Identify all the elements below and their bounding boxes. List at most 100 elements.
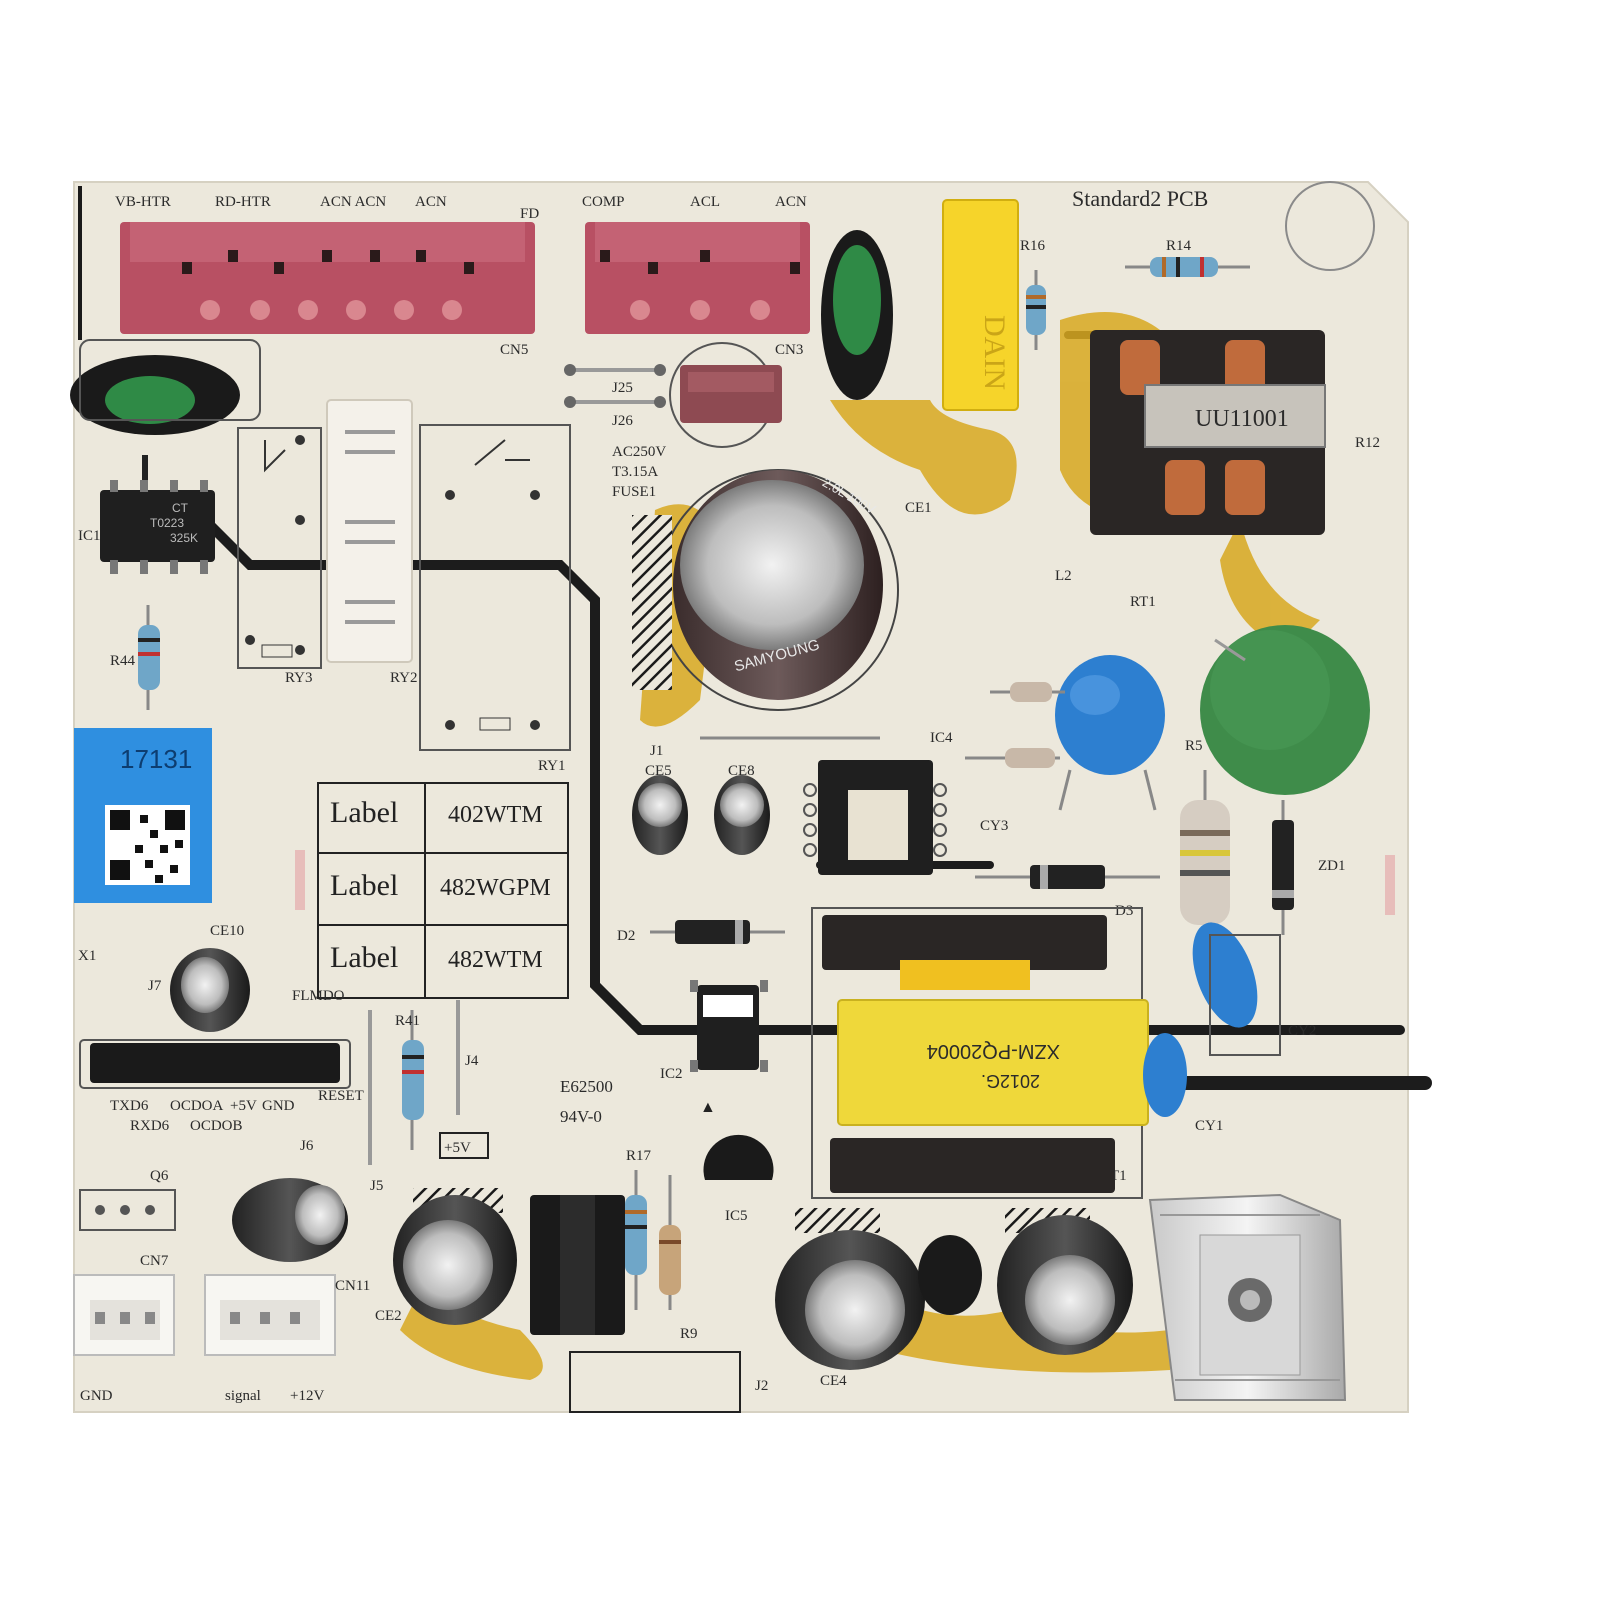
label-table-row2-model: 482WGPM <box>440 875 551 901</box>
relay-ry2 <box>326 399 413 663</box>
label-t1: T1 <box>1110 1168 1127 1184</box>
diode-d3 <box>975 865 1160 889</box>
label-j6: J6 <box>300 1138 314 1154</box>
label-cert-ul: 94V-0 <box>560 1107 602 1126</box>
label-gnd2: GND <box>80 1388 113 1404</box>
label-ic5: IC5 <box>725 1208 748 1224</box>
label-r5: R5 <box>1185 738 1203 754</box>
label-j7: J7 <box>148 978 162 994</box>
label-r44: R44 <box>110 653 136 669</box>
label-flmdo: FLMDO <box>292 988 345 1004</box>
silkscreen-hatch <box>632 515 672 690</box>
label-ry2: RY2 <box>390 670 418 686</box>
resistor-r17 <box>625 1170 647 1310</box>
cn3-connector <box>585 222 810 334</box>
label-ry1: RY1 <box>538 758 566 774</box>
label-sticker-number: 17131 <box>120 744 192 774</box>
label-transformer-line2: 2012G. <box>981 1071 1040 1091</box>
label-table-row3-label: Label <box>330 941 398 974</box>
label-x-cap-brand: DAIN <box>978 315 1011 390</box>
label-l2: L2 <box>1055 568 1072 584</box>
ntc-left <box>70 339 261 435</box>
ic1-chip: CT T0223 325K <box>100 455 215 574</box>
qr-code-icon <box>110 810 185 883</box>
label-cy1: CY1 <box>1195 1118 1223 1134</box>
resistor-r9 <box>659 1175 681 1310</box>
label-rd-htr: RD-HTR <box>215 194 271 210</box>
y-capacitor-cy1 <box>1143 1033 1187 1117</box>
capacitor-ce2 <box>393 1188 517 1325</box>
jumper-j25 <box>564 364 666 376</box>
label-fd: FD <box>520 206 539 222</box>
label-txd: TXD6 <box>110 1098 149 1114</box>
x-capacitor: DAIN <box>942 199 1019 411</box>
label-ce8: CE8 <box>728 763 755 779</box>
relay-ry3-outline <box>237 427 322 669</box>
transistor-q6-outline <box>79 1189 176 1231</box>
label-table-row1-model: 402WTM <box>448 802 543 828</box>
label-d2: D2 <box>617 928 635 944</box>
label-rt1: RT1 <box>1130 594 1156 610</box>
label-d3: D3 <box>1115 903 1133 919</box>
resistor-r44 <box>138 605 160 710</box>
label-r41: R41 <box>395 1013 420 1029</box>
triangle-marker-icon: ▲ <box>700 1099 716 1116</box>
capacitor-ce10 <box>170 948 250 1032</box>
label-choke-mark: UU11001 <box>1195 406 1289 432</box>
label-j4: J4 <box>465 1053 479 1069</box>
label-ic2: IC2 <box>660 1066 683 1082</box>
label-x1: X1 <box>78 948 96 964</box>
label-fuse: FUSE1 <box>612 484 656 500</box>
label-cy2: CY2 <box>1288 1023 1316 1039</box>
cn5-connector <box>120 222 535 334</box>
heatsink <box>1148 1193 1347 1401</box>
label-ce5: CE5 <box>645 763 672 779</box>
label-ce4: CE4 <box>820 1373 847 1389</box>
relay-ry1-outline <box>419 424 571 751</box>
label-j26: J26 <box>612 413 633 429</box>
fuse <box>669 342 782 448</box>
label-plus5v-small: +5V <box>230 1098 257 1114</box>
diode-zd1 <box>1272 800 1294 935</box>
ic2-optocoupler <box>690 980 768 1072</box>
capacitor-ce5 <box>632 775 688 855</box>
label-signal: signal <box>225 1388 261 1404</box>
label-table <box>317 782 569 999</box>
label-vb-htr: VB-HTR <box>115 194 171 210</box>
mounting-hole <box>1285 181 1375 271</box>
label-table-row1-label: Label <box>330 796 398 829</box>
label-ic1: IC1 <box>78 528 101 544</box>
label-gnd: GND <box>262 1098 295 1114</box>
label-rxd: RXD6 <box>130 1118 170 1134</box>
resistor-power <box>1180 770 1230 945</box>
cn11-connector <box>204 1274 336 1356</box>
resistor-r14 <box>1125 257 1250 277</box>
ntc-thermistor <box>821 230 893 400</box>
label-ic4: IC4 <box>930 730 953 746</box>
cn7-connector <box>73 1274 175 1356</box>
label-j2: J2 <box>755 1378 768 1394</box>
label-ocdoa: OCDOA <box>170 1098 224 1114</box>
label-standard-pcb: Standard2 PCB <box>1072 186 1208 211</box>
capacitor-mid-left <box>232 1178 348 1262</box>
label-r12: R12 <box>1355 435 1380 451</box>
qr-sticker: 17131 <box>74 728 212 903</box>
voltage-regulator <box>530 1195 625 1335</box>
label-ic1-line2: T0223 <box>150 516 184 530</box>
common-mode-choke: UU11001 <box>1090 330 1326 535</box>
label-cn3: CN3 <box>775 342 803 358</box>
label-table-row3-model: 482WTM <box>448 947 543 973</box>
bulk-capacitor-ce1: SAMYOUNG 2.0L 100V <box>657 469 899 711</box>
label-ce1: CE1 <box>905 500 932 516</box>
label-j1: J1 <box>650 743 663 759</box>
label-ic1-line1: CT <box>172 501 189 515</box>
label-acl: ACL <box>690 194 720 210</box>
diode-d2 <box>650 920 785 944</box>
label-r17: R17 <box>626 1148 652 1164</box>
y-capacitor-cy2 <box>1192 922 1281 1056</box>
label-j5: J5 <box>370 1178 383 1194</box>
label-q6: Q6 <box>150 1168 169 1184</box>
label-cn5: CN5 <box>500 342 528 358</box>
label-comp: COMP <box>582 194 625 210</box>
